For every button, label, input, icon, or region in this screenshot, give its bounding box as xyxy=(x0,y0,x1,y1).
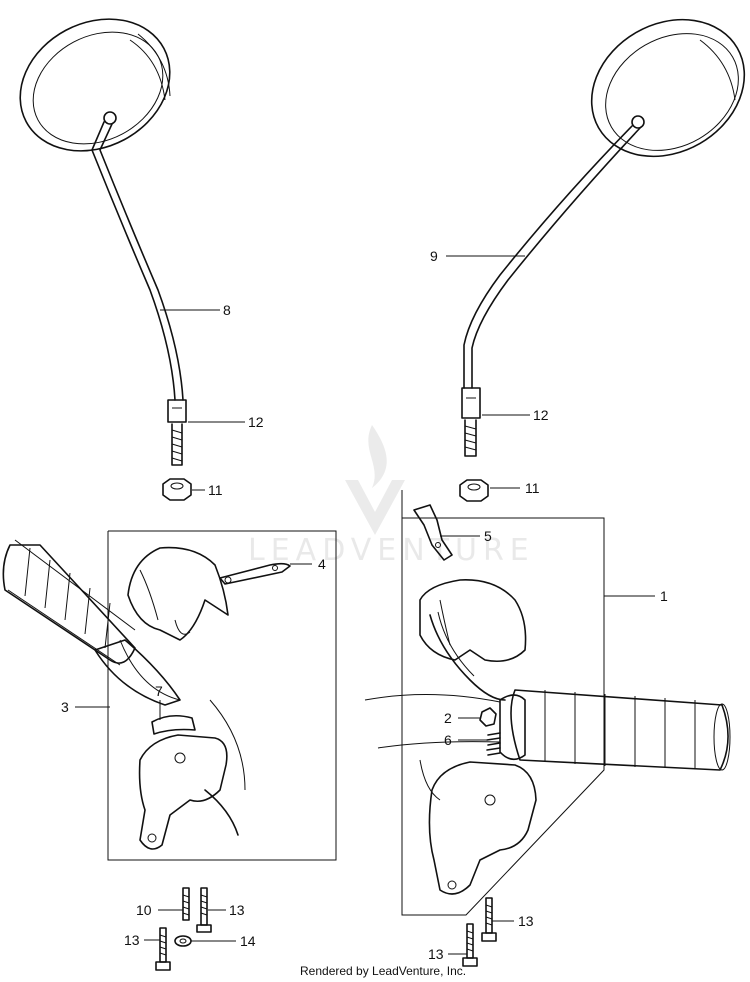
left-nut xyxy=(162,478,192,501)
right-nut xyxy=(459,479,489,502)
callout-8: 8 xyxy=(223,302,231,318)
callout-9: 9 xyxy=(430,248,438,264)
callout-11-right: 11 xyxy=(525,480,540,496)
watermark-text: LEADVENTURE xyxy=(248,533,535,568)
washer-14 xyxy=(174,935,192,947)
left-cushion xyxy=(151,714,196,735)
callout-5: 5 xyxy=(484,528,492,544)
right-bracket-box xyxy=(401,490,605,916)
callout-14: 14 xyxy=(240,933,256,949)
left-grip-housing xyxy=(127,546,229,641)
callout-11-left: 11 xyxy=(208,482,223,498)
callout-6: 6 xyxy=(444,732,452,748)
callout-labels: 8 9 12 12 11 11 4 5 1 3 7 2 6 10 13 13 1… xyxy=(61,248,668,962)
right-cable-guide xyxy=(413,504,453,561)
left-mirror-stem xyxy=(91,121,187,466)
right-grip-housing xyxy=(419,579,527,701)
left-grip xyxy=(2,539,181,706)
callout-13-a: 13 xyxy=(229,902,245,918)
callout-7: 7 xyxy=(155,683,163,699)
right-screw-2 xyxy=(479,707,497,727)
screw-13-left-lower xyxy=(155,927,171,971)
right-mirror-stem xyxy=(461,125,641,457)
left-mirror xyxy=(19,18,171,152)
right-spring-6 xyxy=(486,732,501,756)
screw-13-right-upper xyxy=(481,897,497,942)
callout-3: 3 xyxy=(61,699,69,715)
callout-12-right: 12 xyxy=(533,407,549,423)
callout-1: 1 xyxy=(660,588,668,604)
right-lever-bracket xyxy=(419,759,537,895)
screw-13-right-lower xyxy=(462,923,478,967)
callout-12-left: 12 xyxy=(248,414,264,430)
callout-13-c: 13 xyxy=(518,913,534,929)
right-grip xyxy=(364,689,731,771)
screw-13-left-upper xyxy=(196,887,212,933)
right-mirror xyxy=(590,18,746,158)
callout-13-b: 13 xyxy=(124,932,140,948)
footer-credit: Rendered by LeadVenture, Inc. xyxy=(300,964,466,978)
callout-10: 10 xyxy=(136,902,152,918)
leadventure-watermark: LEADVENTURE xyxy=(248,425,535,568)
callout-13-d: 13 xyxy=(428,946,444,962)
leader-lines xyxy=(75,255,655,955)
left-bracket-box xyxy=(107,530,337,861)
screw-10 xyxy=(182,887,190,921)
left-cable-guide xyxy=(219,562,291,585)
left-lever-bracket xyxy=(138,699,246,850)
callout-4: 4 xyxy=(318,556,326,572)
callout-2: 2 xyxy=(444,710,452,726)
